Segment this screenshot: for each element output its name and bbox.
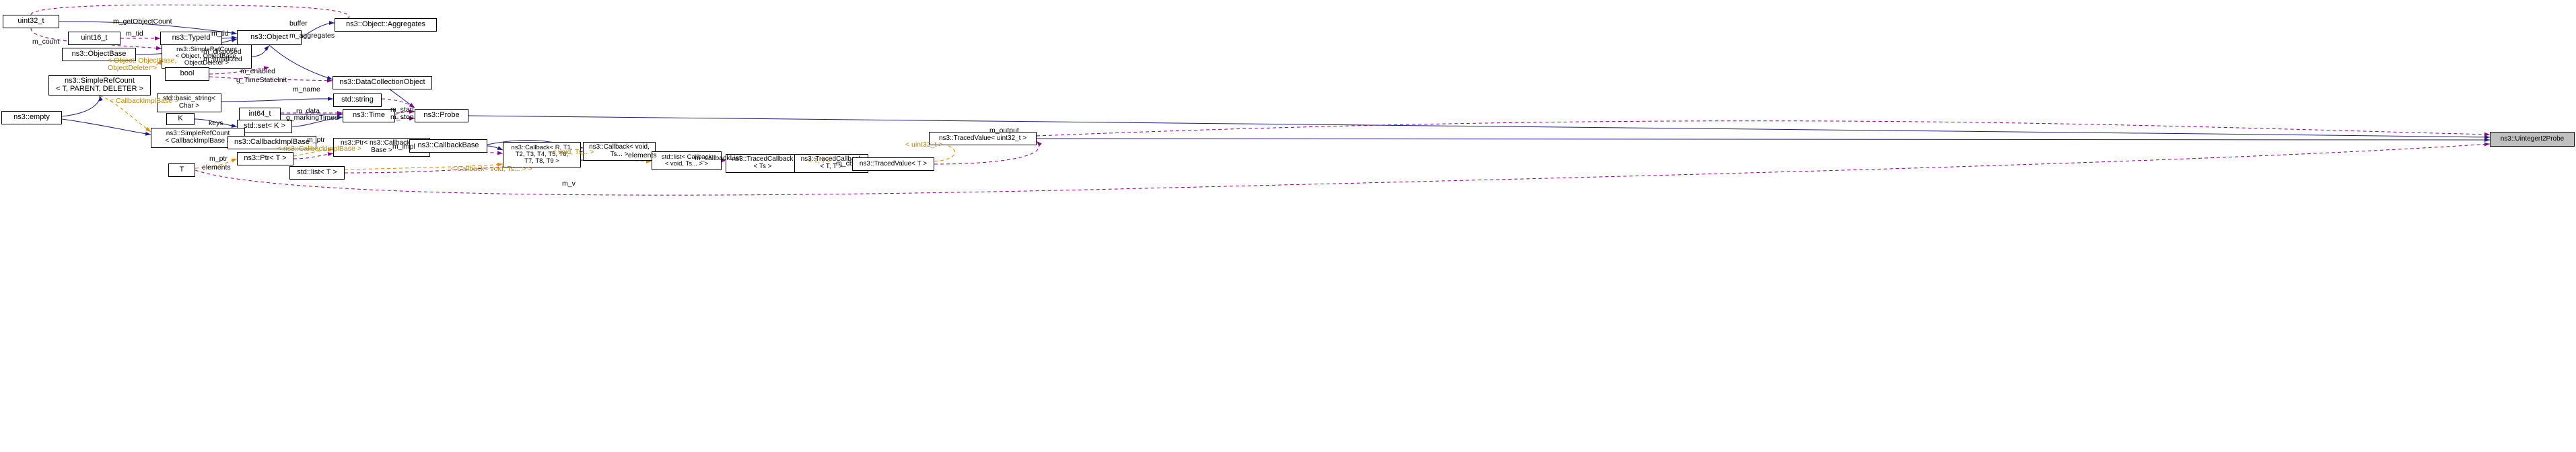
node-ns3-time[interactable]: ns3::Time [343, 109, 395, 122]
edge-label: m_disposed m_initialized [203, 48, 242, 64]
edge-label: elements [628, 151, 657, 159]
node-object[interactable]: ns3::Object [237, 30, 302, 45]
node-t[interactable]: T [168, 163, 195, 177]
edge-label: m_enabled [240, 67, 275, 75]
edge-label: m_impl [392, 143, 415, 151]
edge-label: m_tid [126, 30, 143, 38]
edge-label: < T, T > [808, 157, 832, 165]
node-objectbase[interactable]: ns3::ObjectBase [62, 48, 136, 61]
node-object-aggregates[interactable]: ns3::Object::Aggregates [335, 18, 437, 32]
node-callbackbase[interactable]: ns3::CallbackBase [409, 139, 487, 153]
node-tracedvalue-t[interactable]: ns3::TracedValue< T > [852, 157, 934, 171]
node-uintegeri2probe[interactable]: ns3::UintegerI2Probe [2490, 132, 2575, 147]
edge-label: m_start m_stop [390, 106, 415, 122]
edge-label: g_TimeStaticInit [236, 76, 287, 84]
node-callback-r-t1-t9[interactable]: ns3::Callback< R, T1, T2, T3, T4, T5, T6… [503, 142, 581, 167]
node-std-list-callback[interactable]: std::list< Callback < void, Ts... > > [652, 151, 722, 170]
edge-label: m_name [293, 85, 320, 93]
edge-label: m_callbackList [695, 154, 741, 162]
edge-label: buffer [289, 20, 308, 28]
node-ptr-t[interactable]: ns3::Ptr< T > [237, 152, 293, 165]
edge-label: g_markingTimes [286, 114, 339, 122]
edge-label: m_output [989, 126, 1019, 135]
edge-label: m_tid [211, 30, 229, 38]
edge-label: m_count [32, 38, 60, 46]
node-callback-void-ts[interactable]: ns3::Callback< void, Ts... > [583, 142, 656, 161]
node-std-string[interactable]: std::string [333, 93, 382, 107]
edge-label: < Object, ObjectBase, ObjectDeleter > [108, 57, 177, 73]
edge-label: m_ptr [209, 155, 228, 163]
edge-label: < Callback< void, Ts... > > [451, 165, 532, 173]
edge-label: < void, Ts... > [552, 148, 594, 156]
node-datacollectionobject[interactable]: ns3::DataCollectionObject [333, 76, 432, 89]
edge-label: elements [202, 163, 231, 172]
node-std-basic-string[interactable]: std::basic_string< Char > [157, 93, 221, 112]
edge-label: keys [209, 119, 223, 127]
edge-label: m_v [562, 180, 576, 188]
edge-label: m_ptr [307, 136, 325, 144]
edge-label: m_getObjectCount [113, 17, 172, 26]
node-uint16[interactable]: uint16_t [68, 32, 120, 45]
node-int64[interactable]: int64_t [239, 108, 281, 121]
node-std-list-t[interactable]: std::list< T > [289, 166, 345, 180]
node-callbackimplbase[interactable]: ns3::CallbackImplBase [228, 136, 316, 149]
edge-label: m_cb [836, 159, 854, 167]
node-tracedvalue-uint32[interactable]: ns3::TracedValue< uint32_t > [929, 132, 1037, 145]
edge-label: m_data [296, 107, 320, 115]
edge-label: m_aggregates [289, 32, 335, 40]
node-ns3-empty[interactable]: ns3::empty [1, 111, 62, 124]
node-simplerefcount-t[interactable]: ns3::SimpleRefCount < T, PARENT, DELETER… [48, 75, 151, 96]
node-bool[interactable]: bool [165, 67, 209, 81]
node-uint32[interactable]: uint32_t [3, 15, 59, 28]
node-ns3-probe[interactable]: ns3::Probe [415, 109, 468, 122]
node-std-set-k[interactable]: std::set< K > [237, 120, 292, 133]
edge-label: < uint32_t > [905, 141, 943, 149]
edge-label: < ns3::CallbackImplBase > [277, 145, 361, 153]
edge-label: < CallbackImplBase > [110, 97, 179, 105]
node-tracedcallback-ts[interactable]: ns3::TracedCallback < Ts > [726, 154, 800, 173]
node-k[interactable]: K [166, 113, 195, 125]
